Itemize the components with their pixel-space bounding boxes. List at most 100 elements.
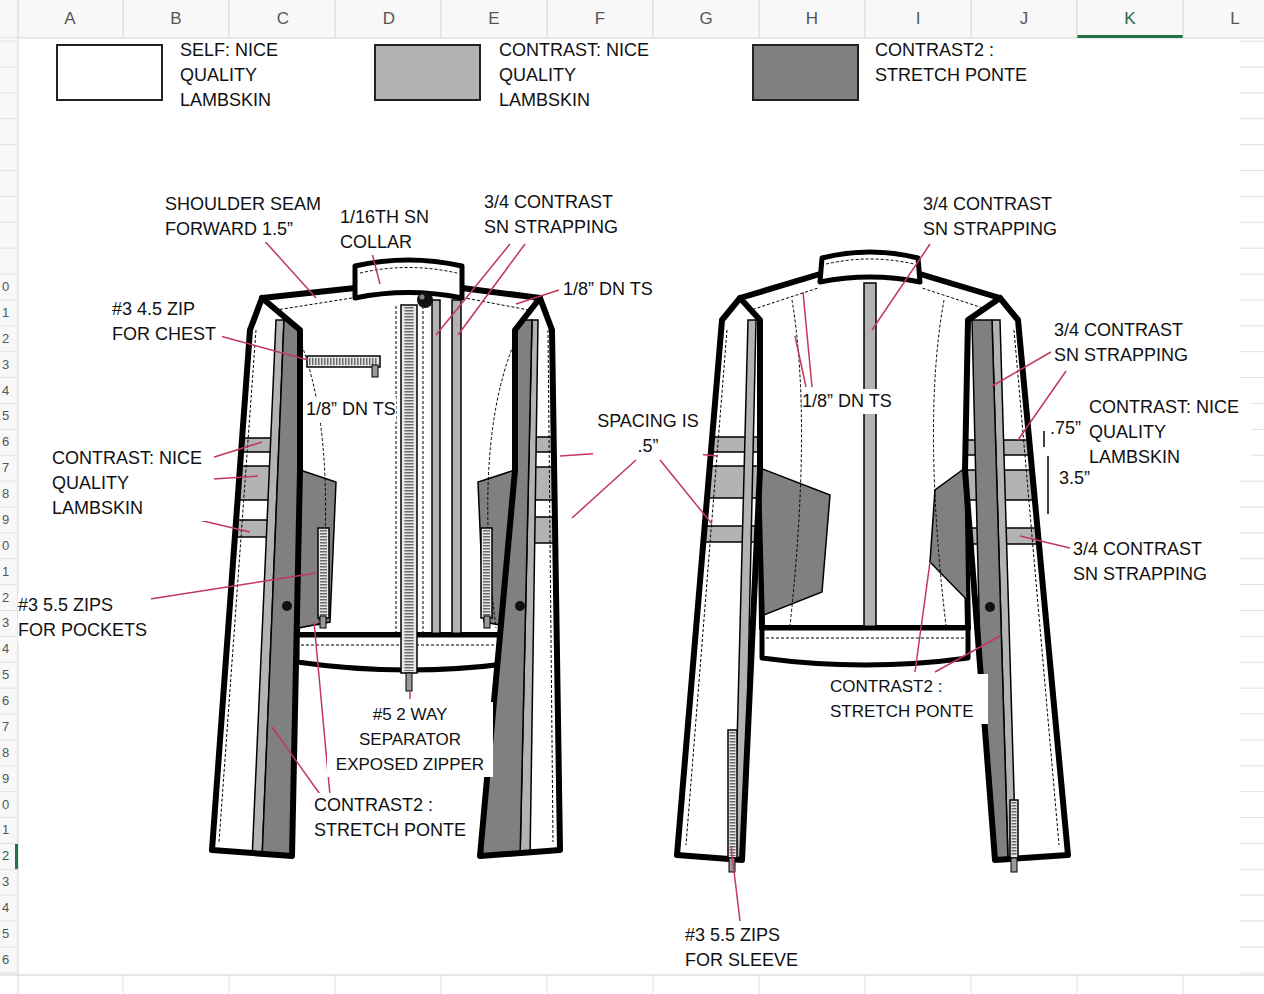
front-jacket [200, 260, 580, 860]
row-header: 3 [2, 356, 9, 374]
grid-line [441, 0, 442, 38]
grid-line [759, 0, 760, 38]
row-header: 3 [2, 873, 9, 891]
callout-label: 1/8” DN TS [802, 389, 892, 414]
legend-swatch [56, 44, 163, 101]
grid-line [441, 975, 442, 994]
row-header: 8 [2, 744, 9, 762]
side-panel [298, 470, 336, 628]
grid-line [1240, 688, 1264, 689]
grid-line [1240, 636, 1264, 637]
grid-line [1240, 299, 1264, 300]
sleeve-panels [482, 320, 580, 860]
chest-zip [307, 356, 380, 367]
grid-line [0, 921, 18, 922]
sleeve-zip [1010, 800, 1018, 858]
grid-line [0, 325, 18, 326]
grid-line [0, 791, 18, 792]
leader-line [1020, 536, 1070, 548]
grid-line [0, 739, 18, 740]
zipper-pull [320, 616, 326, 628]
leader-line [795, 336, 806, 387]
grid-line [1240, 765, 1264, 766]
column-header: F [585, 9, 615, 29]
grid-line [0, 662, 18, 663]
legend-text: CONTRAST: NICE QUALITY LAMBSKIN [499, 38, 661, 113]
callout-label: CONTRAST2 : STRETCH PONTE [314, 793, 476, 843]
grid-line [1240, 118, 1264, 119]
grid-line [865, 975, 866, 994]
leader-line [220, 336, 308, 360]
column-header: B [161, 9, 191, 29]
legend-swatch [374, 44, 481, 101]
grid-line [547, 975, 548, 994]
grid-line [0, 377, 18, 378]
sleeve [960, 298, 1080, 872]
grid-line [971, 975, 972, 994]
stitching [1014, 330, 1059, 845]
grid-line [0, 972, 18, 973]
zipper-teeth [1012, 802, 1017, 856]
grid-line [1240, 791, 1264, 792]
legend-text: SELF: NICE QUALITY LAMBSKIN [180, 38, 290, 113]
grid-line [335, 0, 336, 38]
zipper-teeth [405, 307, 414, 671]
grid-line [123, 0, 124, 38]
grid-line [0, 688, 18, 689]
grid-line [0, 92, 18, 93]
pocket-zip [318, 528, 329, 618]
grid-line [1240, 274, 1264, 275]
stitching [360, 268, 457, 274]
grid-line [1240, 351, 1264, 352]
sleeve [200, 298, 310, 860]
grid-line [0, 610, 18, 611]
back-body [740, 274, 1000, 628]
stitching [748, 288, 818, 311]
row-header: 7 [2, 459, 9, 477]
grid-line [1240, 843, 1264, 844]
callout-label: 1/16TH SN COLLAR [340, 205, 440, 255]
grid-line [1240, 972, 1264, 973]
snap [417, 292, 433, 308]
leader-line [803, 292, 812, 387]
grid-line [0, 222, 18, 223]
stitching [465, 298, 534, 311]
row-header: 1 [2, 821, 9, 839]
grid-line [335, 975, 336, 994]
grid-line [0, 532, 18, 533]
callout-label: 1/8” DN TS [306, 397, 396, 422]
row-header: 9 [2, 770, 9, 788]
grid-line [1240, 196, 1264, 197]
pocket-zip [481, 528, 492, 618]
grid-line [1240, 558, 1264, 559]
grid-line [1240, 714, 1264, 715]
dimension-line [1043, 431, 1045, 447]
callout-label: 3.5” [1059, 466, 1090, 491]
row-header-bar [0, 38, 18, 975]
leader-line [572, 460, 636, 518]
snap-highlight [420, 295, 425, 300]
stitching [790, 300, 802, 626]
row-header: 1 [2, 304, 9, 322]
row-header: 3 [2, 614, 9, 632]
grid-line [1240, 222, 1264, 223]
grid-line [0, 196, 18, 197]
grid-line [653, 975, 654, 994]
grid-line [1183, 975, 1184, 994]
elbow-mark [985, 602, 995, 612]
grid-line [0, 455, 18, 456]
row-header: 4 [2, 640, 9, 658]
collar [355, 260, 462, 298]
callout-label: CONTRAST: NICE QUALITY LAMBSKIN [52, 446, 214, 521]
zipper [401, 305, 417, 673]
stitching [766, 638, 964, 639]
column-header: C [268, 9, 298, 29]
callout-label: CONTRAST: NICE QUALITY LAMBSKIN [1089, 395, 1251, 470]
grid-line [865, 0, 866, 38]
grid-line [0, 170, 18, 171]
leader-line [262, 238, 316, 298]
row-header: 1 [2, 563, 9, 581]
grid-line [0, 144, 18, 145]
grid-line [547, 0, 548, 38]
